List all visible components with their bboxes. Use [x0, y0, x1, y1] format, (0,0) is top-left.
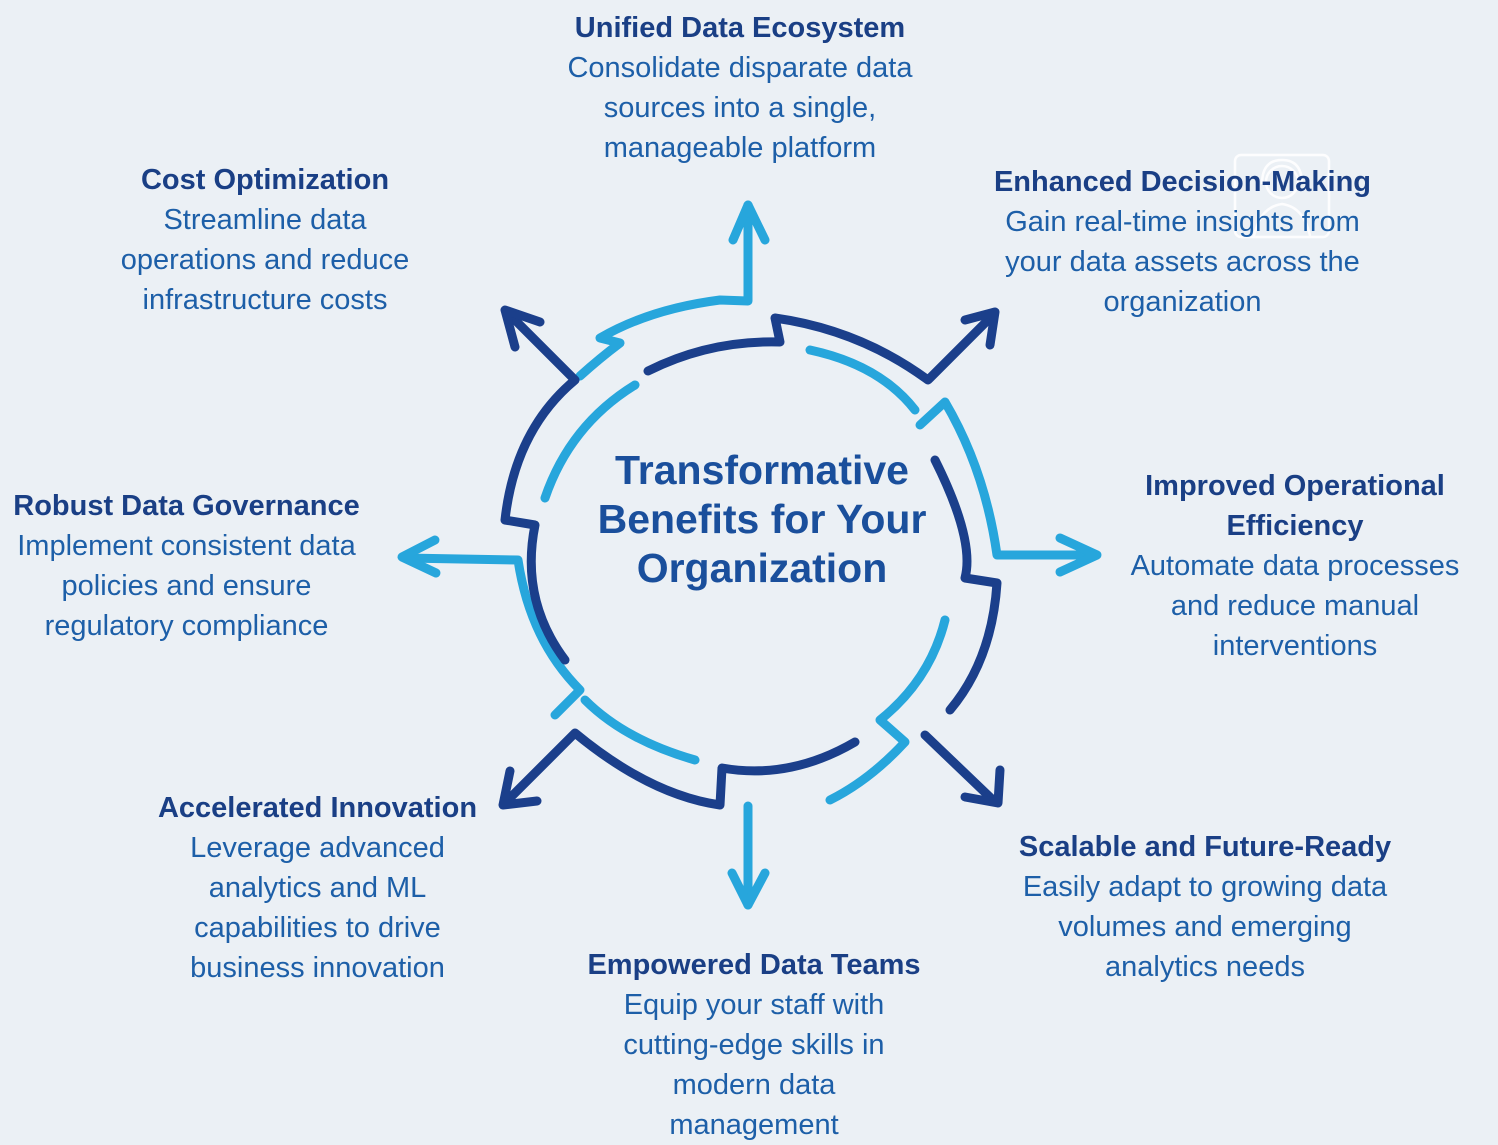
- benefit-title: Improved Operational Efficiency: [1145, 470, 1445, 542]
- benefit-description: Consolidate disparate data sources into …: [567, 52, 913, 164]
- benefit-description: Equip your staff with cutting-edge skill…: [623, 989, 885, 1141]
- benefit-title: Empowered Data Teams: [587, 949, 921, 981]
- benefit-improved-operational-efficiency: Improved Operational Efficiency Automate…: [1110, 466, 1480, 666]
- ring-outer-left: [400, 553, 585, 720]
- benefit-robust-data-governance: Robust Data Governance Implement consist…: [4, 486, 369, 646]
- benefit-accelerated-innovation: Accelerated Innovation Leverage advanced…: [145, 788, 490, 988]
- arrowhead-up: [728, 200, 770, 245]
- ring-inner-bottom: [580, 695, 700, 765]
- ring-dark-bottom: [500, 728, 860, 810]
- benefit-enhanced-decision-making: Enhanced Decision-Making Gain real-time …: [975, 162, 1390, 322]
- benefit-title: Cost Optimization: [140, 164, 390, 196]
- benefit-title: Robust Data Governance: [13, 490, 360, 522]
- benefit-title: Unified Data Ecosystem: [574, 12, 906, 44]
- arrowhead-upper-right: [960, 307, 1000, 350]
- ring-dark-left: [500, 310, 580, 665]
- benefit-description: Gain real-time insights from your data a…: [1005, 206, 1360, 318]
- center-title: Transformative Benefits for Your Organiz…: [597, 447, 927, 591]
- ring-dark-top: [643, 313, 995, 385]
- benefit-scalable-future-ready: Scalable and Future-Ready Easily adapt t…: [1000, 827, 1410, 987]
- user-headset-icon: [1233, 153, 1331, 239]
- arrowhead-lower-left: [498, 766, 542, 810]
- ring-outer-right: [915, 397, 1100, 560]
- benefit-empowered-data-teams: Empowered Data Teams Equip your staff wi…: [574, 945, 934, 1145]
- benefit-description: Streamline data operations and reduce in…: [120, 204, 410, 316]
- benefit-title: Enhanced Decision-Making: [993, 166, 1372, 198]
- benefit-description: Implement consistent data policies and e…: [17, 530, 356, 642]
- ring-outer-bottom-right: [825, 615, 950, 805]
- benefit-title: Scalable and Future-Ready: [1018, 831, 1392, 863]
- ring-inner-top: [540, 380, 640, 503]
- ring-dark-right: [930, 455, 1002, 715]
- benefit-description: Easily adapt to growing data volumes and…: [1022, 871, 1388, 983]
- ring-inner-right: [805, 345, 920, 415]
- benefit-title: Accelerated Innovation: [157, 792, 478, 824]
- benefit-description: Automate data processes and reduce manua…: [1130, 550, 1460, 662]
- ring-outer-top: [575, 200, 753, 381]
- arrowhead-down: [727, 868, 770, 910]
- ring-dark-bottom-right: [920, 730, 1000, 807]
- arrowhead-right: [1055, 533, 1102, 577]
- arrowhead-upper-left: [500, 305, 545, 352]
- benefit-unified-data-ecosystem: Unified Data Ecosystem Consolidate dispa…: [540, 8, 940, 168]
- benefit-description: Leverage advanced analytics and ML capab…: [190, 832, 445, 984]
- arrowhead-lower-right: [960, 765, 1005, 808]
- arrowhead-left: [397, 535, 441, 578]
- benefit-cost-optimization: Cost Optimization Streamline data operat…: [100, 160, 430, 320]
